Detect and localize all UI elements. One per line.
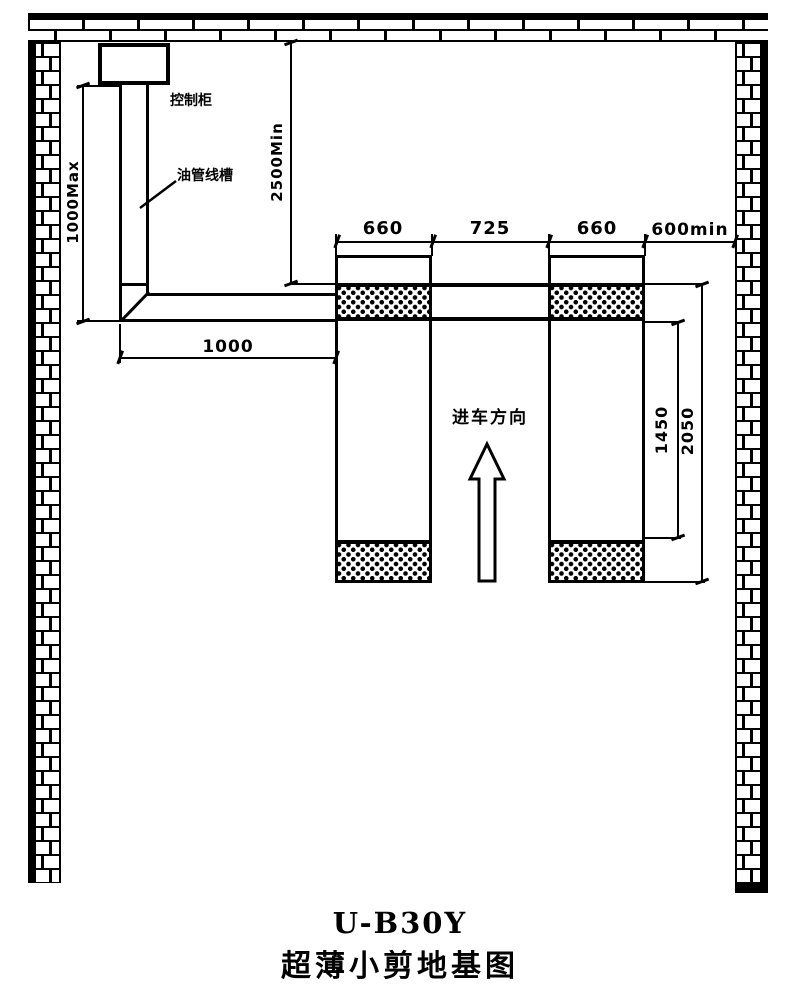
trench-corner-top-line: [119, 283, 149, 286]
dim-label-2050: 2050: [678, 406, 697, 456]
ext-line-1450-bottom: [645, 537, 681, 539]
dim-label-1000: 1000: [202, 337, 254, 357]
left-wall: [28, 42, 61, 883]
anchor-band-left-bottom: [338, 540, 429, 580]
anchor-band-left-top: [338, 283, 429, 321]
ext-line-1450-top: [645, 321, 681, 323]
trench-horizontal-top-line: [146, 293, 338, 296]
trench-vertical-left-line: [119, 85, 122, 322]
dim-line-1000max: [82, 85, 84, 322]
trench-corner-diagonal: [119, 290, 151, 323]
ext-line-2050-bottom: [645, 581, 705, 583]
dim-line-2500: [290, 42, 292, 283]
top-wall: [28, 13, 768, 42]
cross-trench-bottom-line: [430, 317, 550, 321]
drive-direction-arrow: [467, 440, 507, 583]
control-cabinet-label: 控制柜: [170, 92, 212, 108]
ext-line-2050-top: [645, 283, 705, 285]
dim-line-2050: [701, 284, 703, 582]
anchor-band-right-top: [551, 283, 642, 321]
right-wall: [735, 42, 768, 893]
dim-label-600min: 600min: [651, 220, 729, 240]
dim-label-660-right: 660: [576, 218, 618, 239]
dim-tick: [694, 577, 710, 585]
dim-tick: [670, 533, 686, 541]
trench-horizontal-bottom-line: [119, 319, 338, 322]
control-cabinet-box: [98, 43, 170, 85]
trench-vertical-right-line: [146, 85, 149, 296]
ext-line-2500-bottom: [292, 283, 337, 285]
pipe-trench-label: 油管线槽: [177, 167, 233, 183]
dim-label-1450: 1450: [652, 405, 671, 455]
dim-line-1000: [120, 357, 337, 359]
dim-label-660-left: 660: [362, 218, 404, 239]
dim-line-1450: [677, 322, 679, 538]
dim-label-725: 725: [469, 218, 511, 239]
dim-line-top: [337, 241, 735, 243]
title-model: U-B30Y: [332, 906, 468, 940]
ext-line-1000max-bottom: [77, 320, 119, 322]
ext-line-1000-left: [119, 324, 121, 363]
dim-label-2500min: 2500Min: [268, 122, 286, 202]
title-drawing-name: 超薄小剪地基图: [281, 949, 519, 984]
cross-trench-top-line: [430, 283, 550, 287]
ext-line-1000-right: [335, 324, 337, 363]
ext-line-1000max-top: [77, 85, 119, 87]
anchor-band-right-bottom: [551, 540, 642, 580]
dim-label-1000max: 1000Max: [64, 160, 82, 244]
drive-direction-label: 进车方向: [452, 408, 528, 427]
